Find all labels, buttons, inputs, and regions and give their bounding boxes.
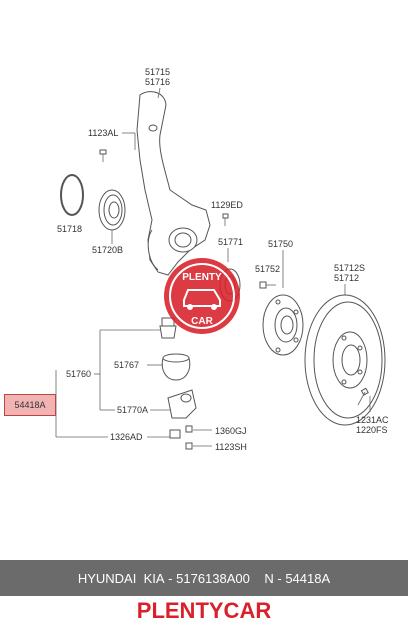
label-1123AL: 1123AL: [88, 128, 118, 138]
label-1129ED: 1129ED: [211, 200, 243, 210]
part-info-bar: HYUNDAI KIA - 5176138A00 N - 54418A: [0, 560, 408, 596]
watermark-logo: PLENTY CAR: [164, 258, 240, 334]
label-1231AC: 1231AC: [356, 415, 389, 425]
label-51752: 51752: [255, 264, 280, 274]
screw-1231AC[interactable]: [357, 387, 369, 406]
label-51715: 51715: [145, 67, 170, 77]
wheel-stud-51752[interactable]: [259, 281, 276, 289]
highlighted-part-label[interactable]: 54418A: [4, 394, 56, 416]
bolt-1129ED[interactable]: [222, 213, 229, 226]
label-1220FS: 1220FS: [356, 425, 388, 435]
brand-text: PLENTYCAR: [136, 598, 272, 623]
label-51750: 51750: [268, 239, 293, 249]
snap-ring-51718[interactable]: [60, 174, 84, 216]
label-51720B: 51720B: [92, 245, 123, 255]
label-51770A: 51770A: [117, 405, 148, 415]
label-51760: 51760: [66, 369, 91, 379]
footer-sep-1: -: [168, 570, 173, 586]
label-51716: 51716: [145, 77, 170, 87]
watermark-line1: PLENTY: [182, 272, 222, 283]
footer-brand: KIA: [143, 570, 165, 586]
wheel-hub-51750[interactable]: [262, 294, 304, 356]
footer-n-value: 54418A: [285, 570, 331, 586]
highlighted-part-number: 54418A: [14, 400, 46, 410]
boot-51767[interactable]: [161, 353, 191, 381]
footer-sep-2: -: [277, 570, 282, 586]
nut-1360GJ[interactable]: [185, 425, 193, 433]
ball-joint-stud[interactable]: [159, 317, 177, 339]
nut-1326AD[interactable]: [169, 429, 181, 439]
label-51767: 51767: [114, 360, 139, 370]
label-1326AD: 1326AD: [110, 432, 143, 442]
clamp-51770A[interactable]: [167, 389, 197, 419]
watermark-line2: CAR: [191, 316, 213, 327]
label-51712S: 51712S: [334, 263, 365, 273]
label-51771: 51771: [218, 237, 243, 247]
bolt-1123SH[interactable]: [185, 442, 193, 450]
label-1360GJ: 1360GJ: [215, 426, 247, 436]
steering-knuckle[interactable]: [136, 91, 211, 276]
bearing-51720B[interactable]: [98, 189, 126, 231]
label-51718: 51718: [57, 224, 82, 234]
label-1123SH: 1123SH: [215, 442, 247, 452]
footer-n-label: N: [264, 570, 274, 586]
footer-make: HYUNDAI: [77, 570, 137, 586]
footer-part-number: 5176138A00: [176, 570, 250, 586]
brake-disc-51712[interactable]: [304, 294, 386, 426]
parts-diagram: 51715 51716 1123AL 51718 51720B 1129ED 5…: [55, 67, 389, 452]
bolt-1123AL[interactable]: [99, 149, 107, 162]
label-51712: 51712: [334, 273, 359, 283]
